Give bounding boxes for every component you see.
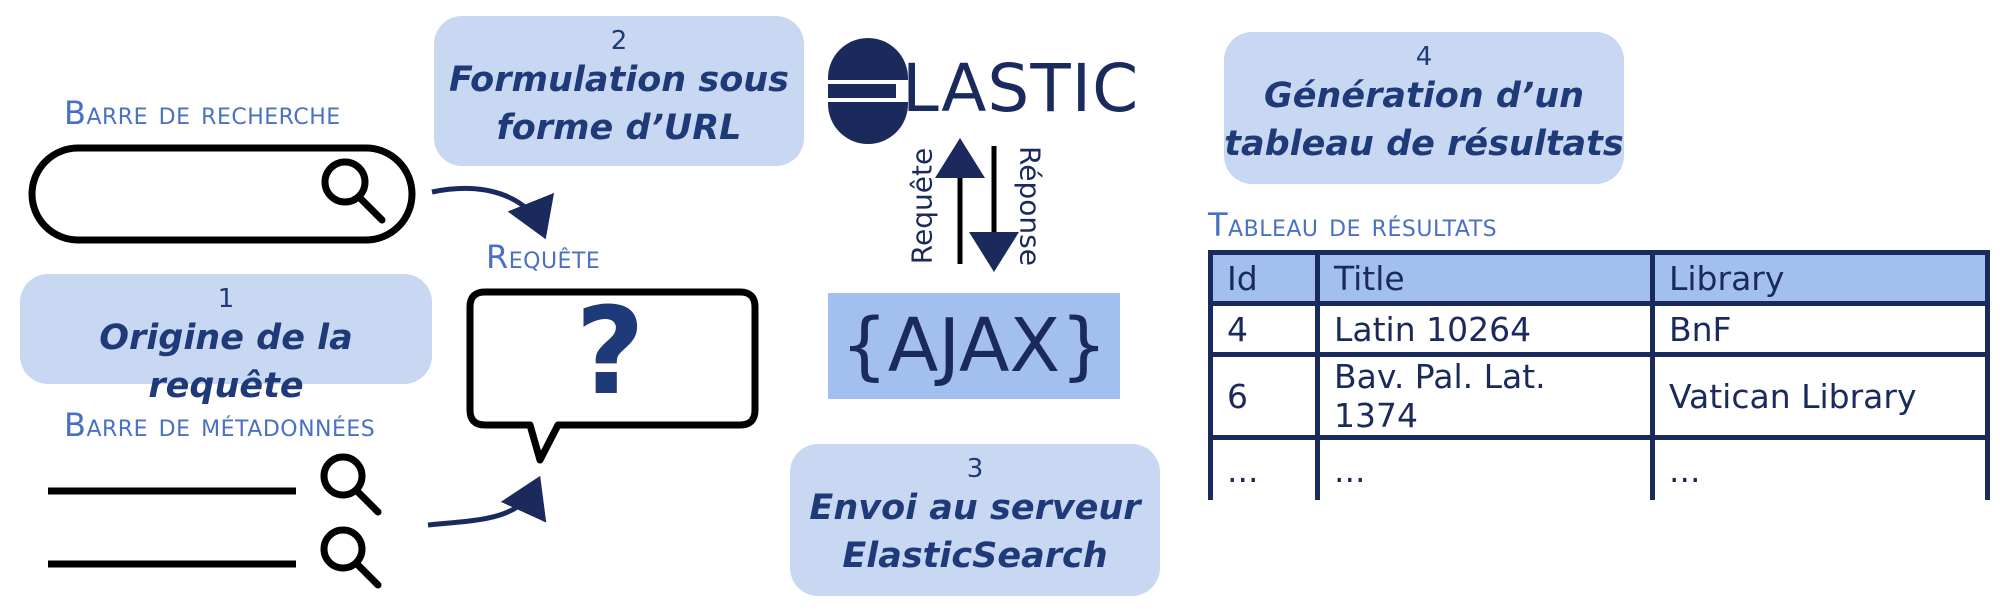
step-4-number: 4: [1415, 42, 1433, 72]
table-header-row: Id Title Library: [1208, 250, 1990, 306]
table-row: 6 Bav. Pal. Lat. 1374 Vatican Library: [1208, 352, 1990, 440]
step-2-text-line2: forme d’URL: [496, 108, 742, 148]
elastic-logo-icon: [828, 38, 908, 144]
table-cell: Latin 10264: [1315, 301, 1655, 357]
step-3-number: 3: [966, 454, 984, 484]
table-cell: Bav. Pal. Lat. 1374: [1315, 352, 1655, 440]
table-row: 4 Latin 10264 BnF: [1208, 301, 1990, 357]
table-cell: ...: [1315, 435, 1655, 500]
step-1-box: 1 Origine de la requête: [20, 274, 432, 406]
search-icon[interactable]: [320, 453, 382, 516]
speech-bubble-icon: [466, 288, 759, 464]
table-cell: 6: [1208, 352, 1320, 440]
step-1-number: 1: [217, 284, 235, 314]
step-2-number: 2: [610, 26, 628, 56]
step-2-text-line1: Formulation sous: [448, 60, 789, 100]
request-label: Requête: [905, 147, 939, 265]
step-4-box: 4 Génération d’un tableau de résultats: [1224, 32, 1624, 184]
query-question-mark: ?: [575, 283, 645, 422]
metadata-bar-label: Barre de métadonnées: [64, 406, 376, 444]
step-3-box: 3 Envoi au serveur ElasticSearch: [790, 444, 1160, 596]
table-cell: Vatican Library: [1650, 352, 1990, 440]
column-header-title: Title: [1315, 250, 1655, 306]
step-3-text-line1: Envoi au serveur: [809, 488, 1141, 528]
column-header-library: Library: [1650, 250, 1990, 306]
search-bar-field[interactable]: [28, 144, 416, 244]
results-table-label: Tableau de résultats: [1208, 206, 1498, 244]
step-4-text-line1: Génération d’un: [1263, 76, 1585, 116]
column-header-id: Id: [1208, 250, 1320, 306]
table-cell: BnF: [1650, 301, 1990, 357]
query-label: Requête: [486, 238, 601, 276]
search-icon[interactable]: [320, 526, 382, 589]
table-cell: ...: [1650, 435, 1990, 500]
table-row: ... ... ...: [1208, 435, 1990, 500]
table-cell: 4: [1208, 301, 1320, 357]
step-3-text-line2: ElasticSearch: [842, 536, 1108, 576]
ajax-box: {AJAX}: [828, 293, 1120, 399]
arrow-icon: [427, 475, 547, 528]
search-icon[interactable]: [321, 158, 386, 224]
search-bar-label: Barre de recherche: [64, 94, 341, 132]
step-2-box: 2 Formulation sous forme d’URL: [434, 16, 804, 166]
table-cell: ...: [1208, 435, 1320, 500]
step-1-text: Origine de la requête: [99, 318, 353, 406]
step-4-text-line2: tableau de résultats: [1224, 124, 1624, 164]
elastic-logo-text: LASTIC: [902, 50, 1140, 127]
arrow-icon: [431, 186, 555, 240]
results-table: Id Title Library 4 Latin 10264 BnF 6 Bav…: [1208, 250, 1990, 500]
response-label: Réponse: [1013, 146, 1047, 266]
